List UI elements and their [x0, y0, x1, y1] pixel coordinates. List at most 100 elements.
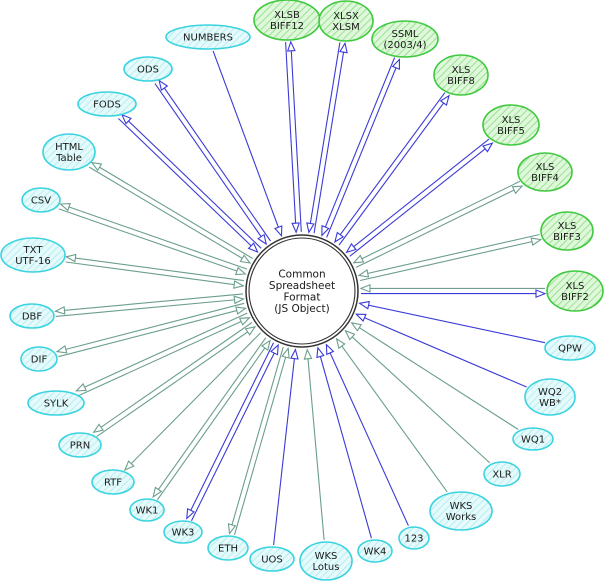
- read-arrow-head: [238, 317, 251, 326]
- write-arrow-head: [530, 237, 543, 247]
- format-node-shape: [299, 541, 353, 581]
- edge-ssml: [321, 57, 400, 238]
- read-arrow-line: [306, 349, 325, 541]
- edge-prn: [92, 322, 257, 438]
- format-node-shape: [9, 303, 55, 329]
- format-node-label: RTF: [104, 478, 122, 489]
- read-arrow-line: [212, 50, 283, 236]
- edge-biff8: [334, 92, 450, 246]
- format-node-label: BIFF3: [553, 232, 581, 243]
- format-node-label: WKS: [315, 551, 338, 562]
- read-arrow-head: [274, 225, 283, 238]
- edge-wq1: [350, 321, 519, 430]
- read-arrow-head: [257, 233, 268, 246]
- write-arrow-head: [339, 41, 348, 54]
- read-arrow-head: [350, 321, 363, 332]
- write-arrow-head: [75, 382, 87, 392]
- format-node-label: SYLK: [44, 399, 69, 410]
- write-arrow-head: [439, 94, 450, 107]
- write-arrow-line: [186, 342, 274, 519]
- format-node-label: XLS: [452, 65, 471, 76]
- read-arrow-head: [270, 343, 279, 356]
- format-node-shape: [27, 390, 85, 416]
- format-node-shape: [524, 378, 576, 416]
- format-node-qpw: QPW: [544, 335, 596, 361]
- read-arrow-line: [346, 138, 490, 253]
- edge-xlsb: [285, 40, 302, 234]
- edge-wk3: [186, 342, 279, 521]
- format-node-wq1: WQ1: [512, 427, 554, 451]
- format-node-fods: FODS: [77, 91, 137, 117]
- read-arrow-head: [354, 313, 367, 322]
- format-node-shape: [318, 0, 374, 42]
- edge-ods: [154, 79, 271, 246]
- format-node-shape: [517, 152, 573, 192]
- write-arrow-line: [152, 337, 267, 498]
- edges-layer: [54, 40, 547, 546]
- read-arrow-line: [78, 317, 250, 397]
- hub-circle-outer: [245, 234, 359, 348]
- read-arrow-head: [357, 268, 370, 278]
- format-node-wk3: WK3: [163, 520, 203, 544]
- write-arrow-line: [326, 59, 400, 238]
- format-node-shape: [429, 491, 493, 531]
- format-node-dbf: DBF: [9, 303, 55, 329]
- format-node-label: BIFF4: [531, 173, 559, 184]
- format-node-shape: [540, 211, 594, 251]
- format-node-shape: [371, 20, 439, 58]
- read-arrow-line: [58, 208, 246, 275]
- write-arrow-head: [511, 185, 524, 195]
- format-node-label: WK4: [364, 547, 387, 558]
- read-arrow-line: [118, 118, 258, 253]
- write-arrow-head: [92, 423, 105, 434]
- read-arrow-line: [321, 57, 396, 236]
- format-node-label: CSV: [31, 196, 51, 207]
- format-node-shape: [58, 432, 102, 458]
- format-node-label: (2003/4): [384, 40, 427, 51]
- format-node-dif: DIF: [20, 346, 58, 372]
- read-arrow-line: [336, 338, 448, 493]
- read-arrow-head: [345, 242, 357, 254]
- write-arrow-line: [158, 80, 271, 242]
- write-arrow-head: [227, 523, 237, 535]
- format-node-label: UTF-16: [15, 256, 51, 267]
- write-arrow-line: [66, 256, 244, 282]
- write-arrow-line: [93, 322, 253, 433]
- write-arrow-head: [158, 79, 169, 92]
- read-arrow-head: [303, 348, 313, 360]
- read-arrow-head: [358, 300, 371, 310]
- edge-dif: [55, 302, 247, 358]
- read-arrow-line: [353, 180, 521, 264]
- format-node-label: XLS: [536, 162, 555, 173]
- read-arrow-line: [351, 322, 519, 430]
- write-arrow-line: [313, 43, 346, 234]
- format-node-shape: [91, 469, 135, 495]
- read-arrow-line: [273, 349, 296, 546]
- format-node-shape: [163, 520, 203, 544]
- write-arrow-line: [355, 185, 523, 268]
- format-node-ssml: SSML(2003/4): [371, 20, 439, 58]
- read-arrow-head: [306, 222, 315, 234]
- read-arrow-line: [317, 347, 372, 539]
- read-arrow-head: [233, 295, 245, 305]
- read-arrow-line: [96, 326, 256, 438]
- read-arrow-head: [247, 242, 259, 254]
- format-node-shape: [512, 427, 554, 451]
- format-node-label: WK1: [136, 506, 159, 517]
- read-arrow-line: [55, 298, 244, 317]
- write-arrow-line: [349, 142, 493, 257]
- edge-wkslotus: [303, 348, 325, 541]
- edge-biff4: [352, 180, 524, 268]
- format-node-label: XLS: [566, 281, 585, 292]
- edge-rtf: [123, 332, 261, 472]
- format-node-shape: [249, 546, 295, 572]
- read-arrow-head: [290, 348, 299, 360]
- read-arrow-line: [65, 261, 244, 287]
